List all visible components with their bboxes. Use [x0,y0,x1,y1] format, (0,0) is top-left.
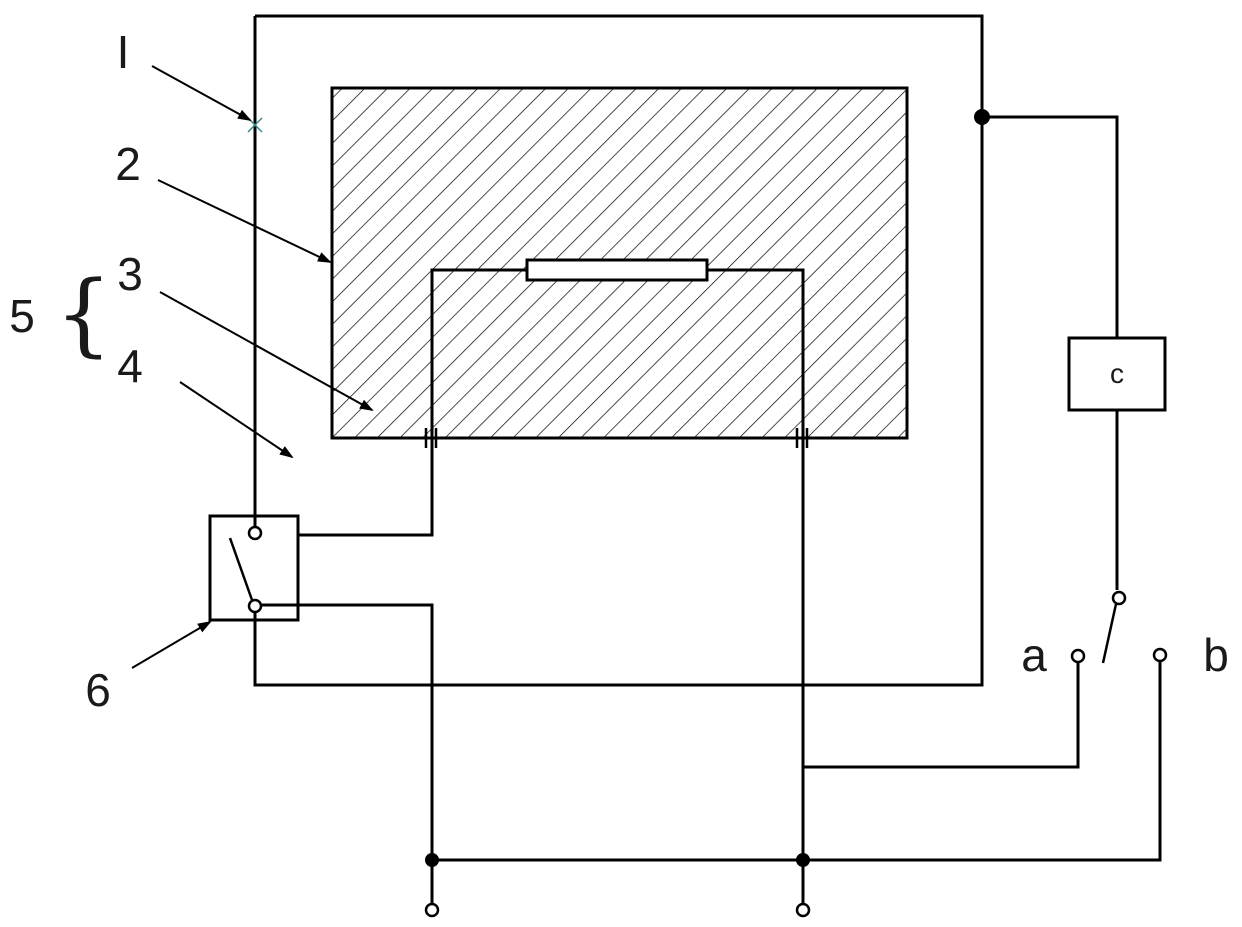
callout-6-label: 6 [85,664,111,716]
output-terminal-right [795,902,811,918]
terminal-a-label: a [1021,629,1047,681]
component-c-label: c [1110,358,1124,389]
heating-element-bar [525,258,709,282]
bottom-bus-wire [432,660,1162,862]
callout-4-label: 4 [117,340,143,392]
component-c-feed-wire [982,115,1119,338]
output-terminal-left [424,902,440,918]
switch-blade [228,537,254,601]
switch-lower-wire [262,603,434,860]
terminal-a-wire [803,662,1080,769]
terminal-b-contact [1152,647,1168,663]
leader-arrow-4 [179,381,294,459]
selector-blade [1101,603,1118,664]
callout-3-label: 3 [117,248,143,300]
selector-common-contact [1111,590,1127,606]
leader-arrow-6 [131,620,212,669]
switch-contact-bottom [247,598,263,614]
group-brace: { [55,262,112,367]
leader-arrow-2 [157,179,332,263]
callout-1-label: I [117,26,130,78]
right-feedthrough [795,428,809,448]
component-c-box [1067,336,1167,412]
terminal-b-label: b [1203,629,1229,681]
switch-contact-top [247,525,263,541]
callout-2-label: 2 [115,138,141,190]
left-feedthrough [424,428,438,448]
left-lead-wire [262,438,434,537]
terminal-a-contact [1070,648,1086,664]
leader-arrow-1 [151,65,252,121]
leader-arrow-3 [159,291,374,411]
callout-5-label: 5 [9,290,35,342]
